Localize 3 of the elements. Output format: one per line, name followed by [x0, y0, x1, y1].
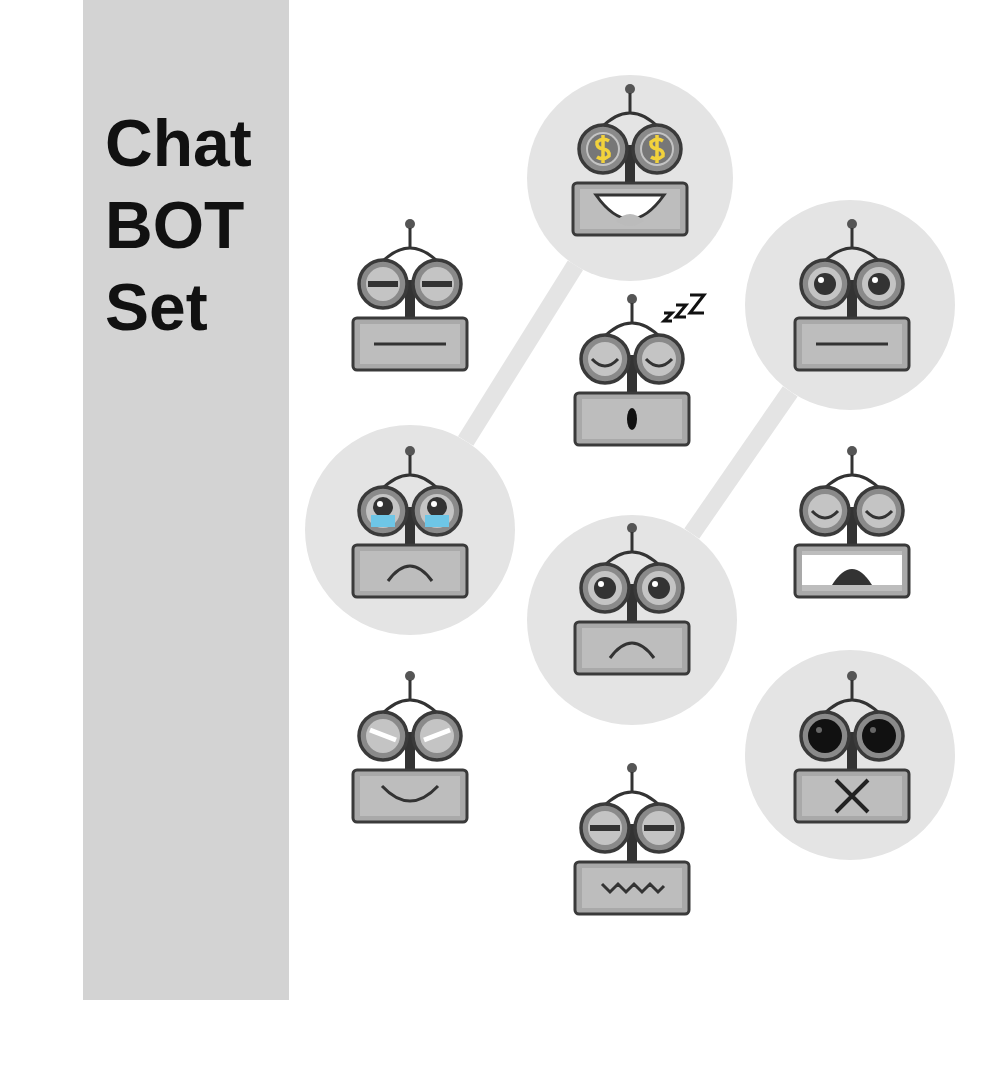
connector-line [458, 260, 584, 446]
title: Chat BOT Set [105, 105, 253, 346]
connector-line [684, 386, 798, 539]
